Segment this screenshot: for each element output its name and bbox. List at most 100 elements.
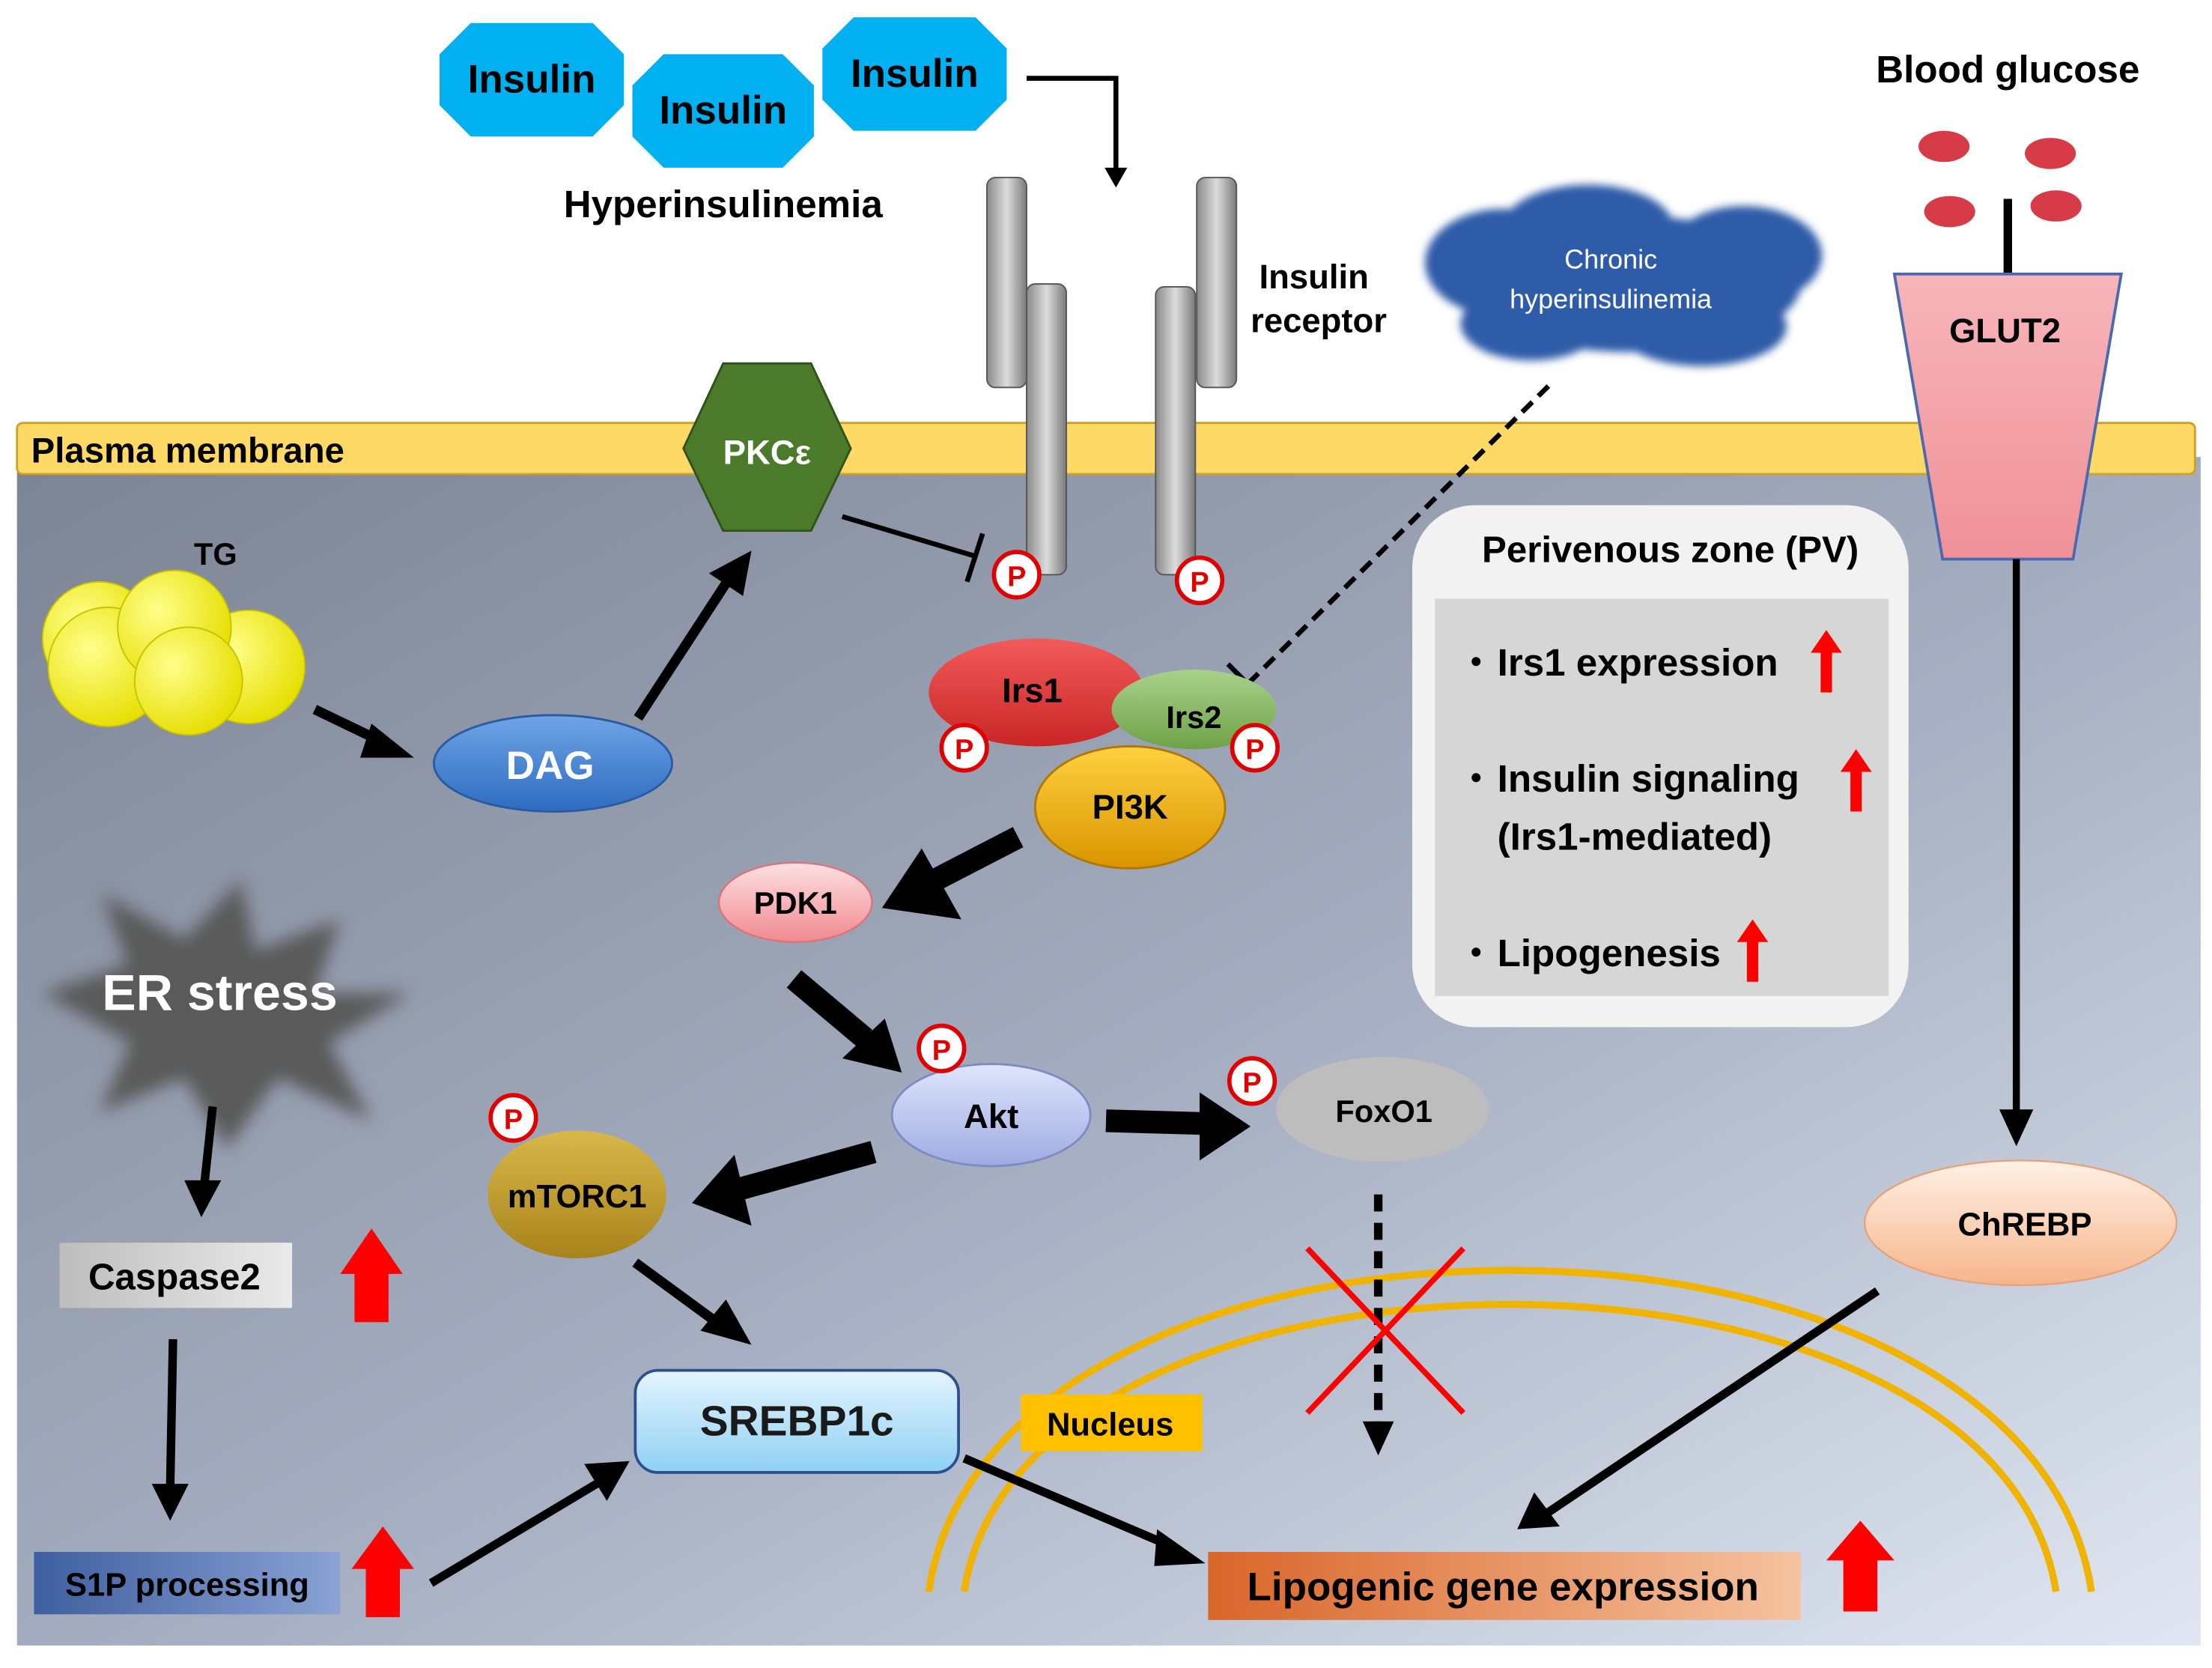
insulin-receptor-label-line2: receptor: [1251, 302, 1387, 340]
chronic-hyperinsulinemia-cloud: Chronic hyperinsulinemia: [1425, 184, 1823, 366]
er-stress-burst: [42, 879, 412, 1150]
perivenous-zone-panel: Perivenous zone (PV) ・ Irs1 expression ・…: [1412, 505, 1909, 1028]
foxo1-blocked-arrow: [1362, 1194, 1394, 1456]
svg-text:Insulin: Insulin: [851, 52, 979, 96]
s1p-processing: [34, 1551, 341, 1615]
pdk1: [717, 861, 873, 943]
caspase2-label: Caspase2: [88, 1257, 261, 1298]
irs1: [929, 638, 1145, 747]
foxo1: [1276, 1057, 1489, 1162]
triglyceride-droplets: [41, 569, 306, 736]
phospho-badge-irs1: P: [939, 723, 989, 773]
srebp-to-lipogenic-arrow: [962, 1454, 1206, 1566]
svg-text:Chronic: Chronic: [1564, 243, 1657, 274]
glut2-transporter: [1892, 272, 2124, 561]
block-cross: [1305, 1246, 1465, 1416]
pkc-epsilon: PKCε: [682, 362, 852, 533]
phospho-badge-receptor-left: P: [991, 550, 1042, 600]
glut2-label: GLUT2: [1949, 312, 2061, 350]
pv-item-1-bullet: ・: [1458, 643, 1495, 684]
caspase-to-s1p-arrow: [151, 1338, 189, 1521]
lipogenic-gene-expression: [1208, 1551, 1801, 1620]
blood-glucose-label: Blood glucose: [1876, 48, 2139, 91]
srebp1c-label: SREBP1c: [700, 1398, 894, 1446]
chrebp: [1863, 1159, 2178, 1287]
phospho-badge-mtorc1: P: [488, 1093, 538, 1143]
pv-item-3-up-arrow: [1737, 919, 1769, 982]
svg-text:PKCε: PKCε: [723, 434, 812, 472]
pv-item-2-up-arrow: [1840, 749, 1872, 812]
insulin-binding-arrow: [1026, 76, 1128, 188]
svg-text:P: P: [1245, 734, 1264, 765]
pv-item-2-text: Insulin signaling: [1498, 757, 1799, 800]
pv-item-3-text: Lipogenesis: [1498, 932, 1721, 974]
pdk1-label: PDK1: [754, 885, 837, 921]
svg-text:P: P: [1007, 561, 1026, 592]
mtorc1-label: mTORC1: [508, 1179, 647, 1215]
chrebp-to-lipogenic-arrow: [1517, 1287, 1880, 1529]
pv-item-2-text2: (Irs1-mediated): [1498, 816, 1772, 858]
caspase2-up-arrow: [340, 1228, 403, 1323]
svg-text:DAG: DAG: [506, 744, 595, 788]
pv-item-2-bullet: ・: [1458, 759, 1495, 800]
s1p-label: S1P processing: [65, 1568, 309, 1604]
mtorc1-to-srebp-arrow: [632, 1258, 752, 1345]
insulin-receptor: [985, 177, 1238, 576]
nucleus-label: Nucleus: [1047, 1407, 1173, 1443]
pi3k-label: PI3K: [1093, 788, 1168, 826]
svg-text:P: P: [1190, 567, 1209, 598]
pv-item-1-text: Irs1 expression: [1498, 641, 1778, 684]
tg-to-dag-arrow: [312, 705, 414, 758]
insulin-receptor-label-line1: Insulin: [1260, 258, 1369, 296]
svg-text:P: P: [932, 1035, 951, 1067]
pkc-inhibition-line: [841, 514, 985, 583]
lipogenic-up-arrow: [1826, 1520, 1895, 1612]
pv-title: Perivenous zone (PV): [1482, 529, 1859, 570]
svg-text:hyperinsulinemia: hyperinsulinemia: [1510, 283, 1712, 314]
glucose-molecules: [1918, 130, 2082, 228]
tg-label: TG: [194, 536, 237, 571]
plasma-membrane-label: Plasma membrane: [31, 431, 344, 471]
svg-text:P: P: [1242, 1067, 1261, 1099]
s1p-up-arrow: [351, 1526, 414, 1618]
srebp1c: [633, 1368, 960, 1474]
dag: DAG: [433, 714, 673, 813]
irs2-label: Irs2: [1166, 700, 1221, 735]
lipogenic-label: Lipogenic gene expression: [1247, 1565, 1758, 1609]
insulin-molecule-3: Insulin: [822, 17, 1007, 131]
pi3k-to-pdk1-arrow: [881, 827, 1024, 920]
foxo1-label: FoxO1: [1335, 1094, 1432, 1129]
s1p-to-srebp-arrow: [428, 1461, 630, 1587]
phospho-badge-akt: P: [917, 1023, 967, 1073]
phospho-badge-receptor-right: P: [1174, 555, 1225, 606]
caspase2: [59, 1243, 293, 1308]
phospho-badge-foxo1: P: [1227, 1056, 1277, 1106]
pv-item-1-up-arrow: [1811, 630, 1842, 693]
svg-text:P: P: [955, 734, 973, 765]
irs1-label: Irs1: [1002, 672, 1063, 710]
akt: [890, 1063, 1092, 1168]
akt-label: Akt: [964, 1097, 1018, 1135]
er-stress-label: ER stress: [102, 965, 337, 1022]
irs2: [1111, 670, 1277, 750]
akt-to-mtorc1-arrow: [692, 1141, 877, 1226]
phospho-badge-irs2: P: [1230, 723, 1280, 773]
svg-text:P: P: [504, 1105, 523, 1136]
nucleus-label-box: [1021, 1394, 1203, 1452]
insulin-molecule-1: Insulin: [440, 22, 625, 137]
pv-item-3-bullet: ・: [1458, 933, 1495, 974]
chrebp-label: ChREBP: [1958, 1207, 2092, 1243]
akt-to-foxo1-arrow: [1105, 1092, 1251, 1161]
er-to-caspase-arrow: [184, 1106, 222, 1218]
hyperinsulinemia-label: Hyperinsulinemia: [564, 183, 884, 225]
mtorc1: [487, 1130, 666, 1259]
plasma-membrane: [16, 422, 2196, 476]
pdk1-to-akt-arrow: [786, 970, 902, 1073]
insulin-molecule-2: Insulin: [632, 54, 814, 168]
glut2-to-chrebp-arrow: [1999, 559, 2034, 1147]
svg-text:Insulin: Insulin: [659, 88, 787, 133]
dag-to-pkc-arrow: [633, 551, 752, 721]
svg-text:Insulin: Insulin: [468, 57, 596, 101]
